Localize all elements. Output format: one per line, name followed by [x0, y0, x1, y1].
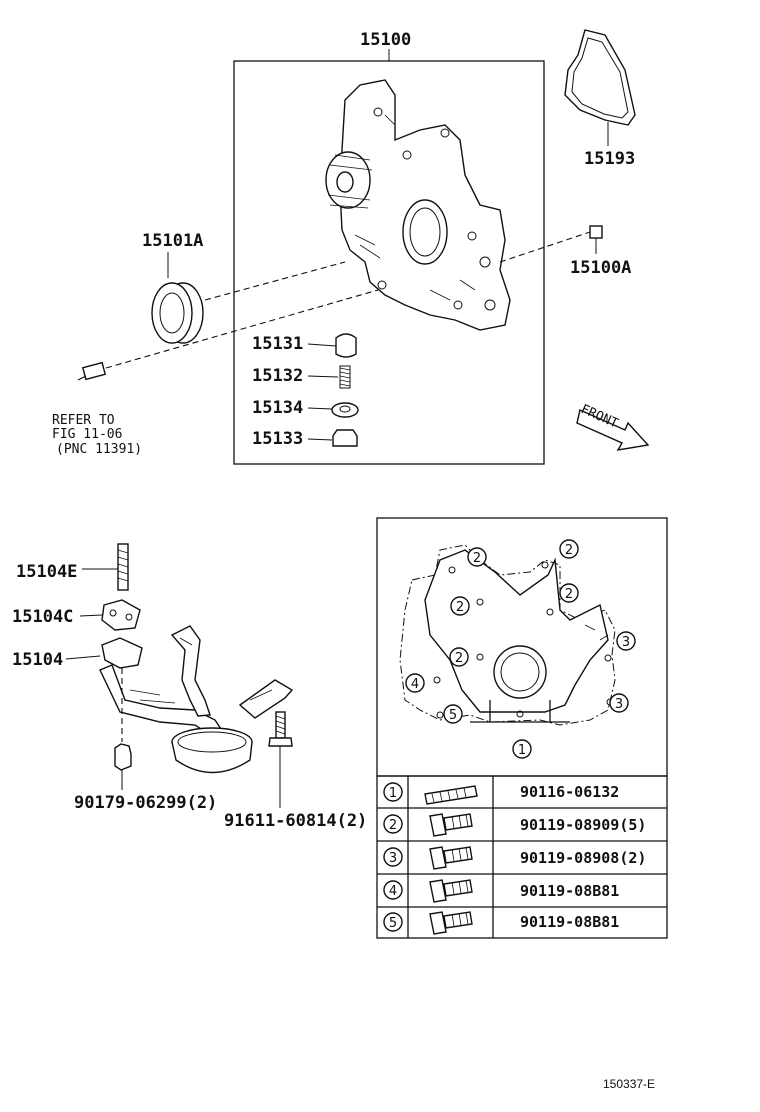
marker-2-e: 2 — [449, 647, 469, 667]
svg-text:4: 4 — [411, 677, 419, 692]
pin-alignment-line — [499, 231, 591, 263]
table-row-1: 1 90116-06132 — [383, 782, 619, 805]
seal-alignment-line — [204, 261, 346, 301]
table-row-3-num: 3 — [389, 851, 397, 866]
svg-text:1: 1 — [518, 743, 526, 758]
marker-1: 1 — [512, 739, 532, 759]
table-row-5-num: 5 — [389, 916, 397, 931]
reference-line-1[interactable]: REFER TO — [52, 413, 115, 428]
marker-3-a: 3 — [616, 631, 636, 651]
marker-3-b: 3 — [609, 693, 629, 713]
leader-15131 — [307, 343, 337, 347]
stud-illustration — [117, 543, 129, 591]
oil-pump-body-illustration — [325, 79, 511, 331]
retainer-illustration — [331, 402, 359, 418]
stud-bolt-icon — [424, 785, 478, 805]
gasket-hole-1 — [109, 609, 117, 617]
reference-line-3[interactable]: (PNC 11391) — [56, 442, 142, 457]
label-15104C[interactable]: 15104C — [12, 607, 73, 627]
marker-5: 5 — [443, 704, 463, 724]
table-row-4: 4 90119-08B81 — [383, 879, 619, 903]
table-row-2-num: 2 — [389, 818, 397, 833]
label-15100[interactable]: 15100 — [360, 30, 411, 50]
strainer-gasket-illustration — [101, 599, 141, 631]
retainer-hole — [339, 405, 351, 413]
label-bolt-91611[interactable]: 91611-60814(2) — [224, 811, 367, 831]
plug-illustration — [332, 429, 358, 447]
label-15131[interactable]: 15131 — [252, 334, 303, 354]
svg-text:2: 2 — [565, 543, 573, 558]
label-15132[interactable]: 15132 — [252, 366, 303, 386]
strainer-illustration — [99, 625, 294, 774]
label-nut[interactable]: 90179-06299(2) — [74, 793, 217, 813]
spring-illustration — [339, 367, 351, 387]
pin-illustration — [589, 225, 603, 239]
table-row-4-num: 4 — [389, 884, 397, 899]
flange-bolt-icon — [429, 846, 473, 870]
leader-15104 — [65, 655, 101, 660]
label-15193[interactable]: 15193 — [584, 149, 635, 169]
svg-text:5: 5 — [449, 708, 457, 723]
relief-valve-illustration — [335, 333, 357, 358]
leader-15133 — [307, 438, 333, 441]
flange-bolt-icon — [429, 911, 473, 935]
table-row-4-part[interactable]: 90119-08B81 — [520, 882, 619, 900]
nut-illustration — [114, 743, 132, 771]
ref-bolt-illustration — [77, 361, 107, 381]
svg-text:2: 2 — [456, 600, 464, 615]
flange-bolt-icon — [429, 813, 473, 837]
leader-15104C — [79, 614, 103, 617]
table-row-2-part[interactable]: 90119-08909(5) — [520, 816, 646, 834]
svg-text:2: 2 — [565, 587, 573, 602]
marker-2-b: 2 — [559, 539, 579, 559]
leader-15134 — [307, 407, 333, 410]
table-row-2: 2 90119-08909(5) — [383, 813, 646, 837]
bolt-alignment-line — [105, 289, 379, 369]
footer-code: 150337-E — [603, 1077, 655, 1091]
svg-text:2: 2 — [473, 551, 481, 566]
svg-text:3: 3 — [615, 697, 623, 712]
table-row-3: 3 90119-08908(2) — [383, 846, 646, 870]
table-row-1-num: 1 — [389, 786, 397, 801]
marker-4: 4 — [405, 673, 425, 693]
table-row-1-part[interactable]: 90116-06132 — [520, 783, 619, 801]
gasket-illustration — [564, 29, 636, 126]
gasket-hole-2 — [125, 613, 133, 621]
label-15101A[interactable]: 15101A — [142, 231, 203, 251]
label-15134[interactable]: 15134 — [252, 398, 303, 418]
leader-15132 — [307, 375, 339, 378]
marker-2-c: 2 — [450, 596, 470, 616]
spring-outline — [339, 365, 351, 389]
marker-2-d: 2 — [559, 583, 579, 603]
bolt-location-illustration — [399, 544, 616, 726]
table-row-5-part[interactable]: 90119-08B81 — [520, 913, 619, 931]
table-row-5: 5 90119-08B81 — [383, 911, 619, 935]
svg-text:2: 2 — [455, 651, 463, 666]
bolt-91611-illustration — [268, 711, 293, 747]
front-arrow-icon — [576, 409, 650, 451]
label-15133[interactable]: 15133 — [252, 429, 303, 449]
reference-line-2[interactable]: FIG 11-06 — [52, 427, 122, 442]
label-15104[interactable]: 15104 — [12, 650, 63, 670]
table-row-3-part[interactable]: 90119-08908(2) — [520, 849, 646, 867]
label-15104E[interactable]: 15104E — [16, 562, 77, 582]
oil-seal-illustration — [151, 282, 204, 344]
flange-bolt-icon — [429, 879, 473, 903]
marker-2-a: 2 — [467, 547, 487, 567]
label-15100A[interactable]: 15100A — [570, 258, 631, 278]
svg-text:3: 3 — [622, 635, 630, 650]
bolt-table: 1 90116-06132 2 90119-08909(5) 3 — [376, 775, 668, 939]
